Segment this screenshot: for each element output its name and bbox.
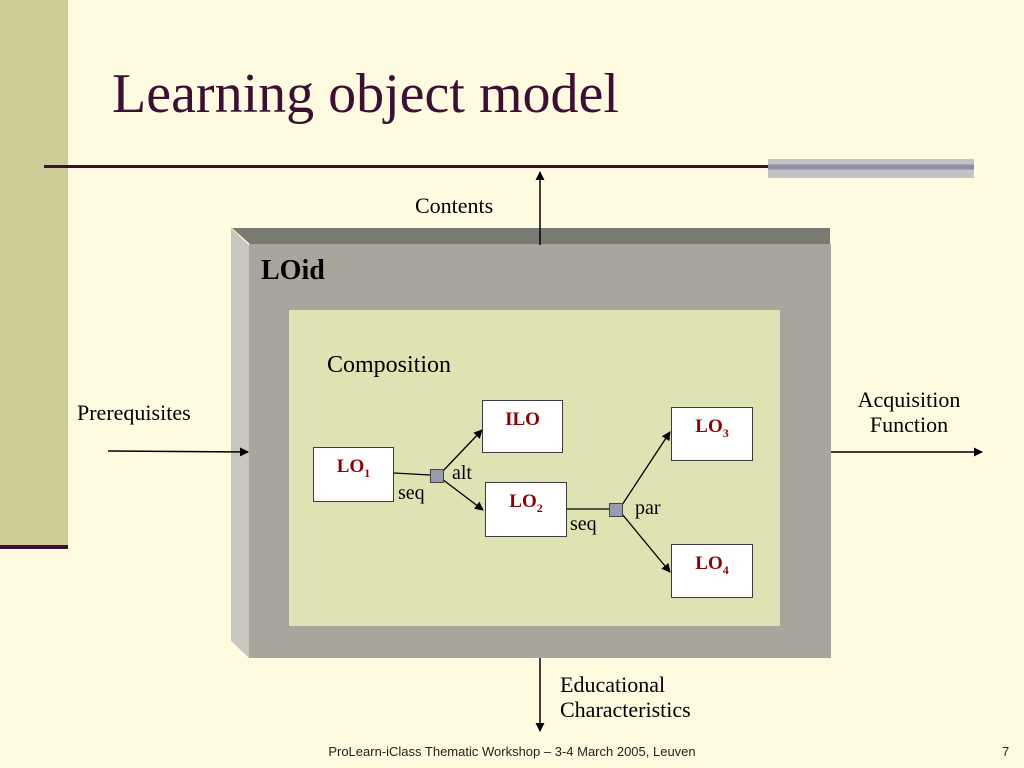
educational-label-line1: Educational	[560, 672, 666, 697]
par-to-lo4-edge	[621, 513, 671, 573]
lo1-to-seq-edge	[393, 472, 431, 476]
acquisition-label-line2: Function	[869, 412, 949, 438]
page-number: 7	[1002, 744, 1010, 759]
lo1-text: LO	[336, 456, 365, 477]
alt-label: alt	[452, 462, 472, 484]
seq-label-2: seq	[570, 513, 597, 535]
acquisition-function-label: Acquisition Function	[842, 387, 976, 438]
title-divider-block	[768, 159, 974, 178]
seq-label-1: seq	[398, 482, 425, 504]
lo2-node: LO2	[485, 482, 567, 537]
educational-label-line2: Characteristics	[560, 697, 691, 723]
loid-label: LOid	[261, 255, 325, 286]
left-accent-bar	[0, 545, 68, 549]
composition-label: Composition	[327, 352, 452, 378]
lo2-text: LO	[509, 491, 537, 512]
lo4-text: LO	[695, 553, 723, 574]
seq-to-ilo-edge	[441, 429, 483, 473]
slide-footer: ProLearn-iClass Thematic Workshop – 3-4 …	[328, 744, 696, 759]
left-decorative-stripe	[0, 0, 68, 545]
lo3-node: LO3	[671, 407, 753, 461]
prerequisites-label: Prerequisites	[77, 400, 191, 425]
lo1-subscript: 1	[364, 465, 371, 480]
acquisition-label-line1: Acquisition	[857, 387, 961, 412]
prerequisites-arrow	[107, 447, 249, 457]
par-label: par	[635, 497, 661, 519]
lo1-node: LO1	[313, 447, 394, 502]
title-divider	[44, 165, 974, 168]
ilo-node: ILO	[482, 400, 563, 453]
lo3-text: LO	[695, 416, 723, 437]
lo4-node: LO4	[671, 544, 753, 598]
seq-to-lo2-edge	[441, 478, 484, 511]
par-to-lo3-edge	[621, 431, 671, 506]
loid-box-left-bevel	[231, 228, 249, 658]
lo4-subscript: 4	[722, 562, 729, 577]
loid-box-top-bevel	[232, 228, 830, 244]
ilo-text: ILO	[505, 409, 540, 430]
lo2-subscript: 2	[536, 500, 543, 515]
lo3-subscript: 3	[722, 425, 729, 440]
seq-alt-operator-node	[430, 469, 444, 483]
contents-label: Contents	[415, 193, 494, 218]
slide-title: Learning object model	[112, 63, 619, 125]
educational-characteristics-label: Educational Characteristics	[560, 672, 691, 723]
par-operator-node	[609, 503, 623, 517]
